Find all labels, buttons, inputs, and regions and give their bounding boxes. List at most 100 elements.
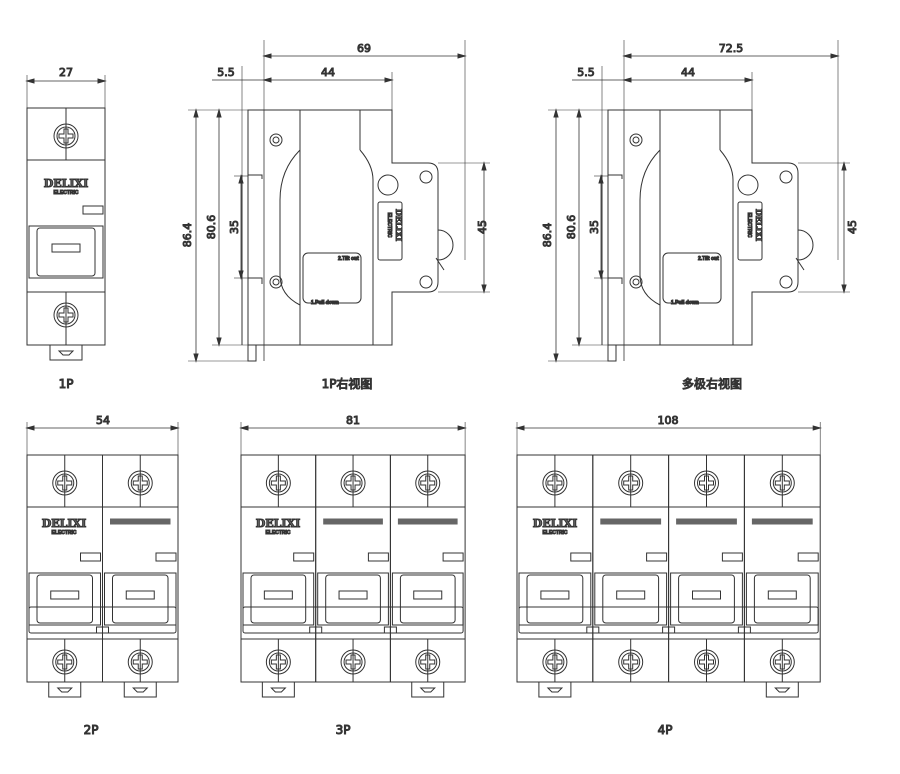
side-contour: [639, 149, 661, 306]
dimension-arrow: [622, 53, 840, 59]
instruction-panel: [662, 252, 722, 304]
handle-window: [413, 590, 443, 600]
handle: [602, 574, 660, 624]
screw-cross-icon: [57, 475, 73, 491]
screw-icon: [769, 470, 795, 496]
handle: [526, 574, 584, 624]
handle: [325, 574, 381, 624]
screw-icon: [52, 649, 78, 675]
handle-window: [263, 590, 293, 600]
din-clip: [538, 682, 572, 698]
screw-icon: [127, 470, 153, 496]
side-body: [247, 109, 439, 346]
screw-cross-icon: [420, 475, 436, 491]
dimension-arrow: [576, 108, 582, 347]
screw-icon: [53, 123, 79, 149]
din-clip: [765, 682, 799, 698]
screw-icon: [618, 470, 644, 496]
side-edge: [359, 149, 374, 345]
dim-body-depth: 44: [321, 66, 335, 79]
drawing-shapes: [25, 40, 850, 698]
screw-icon: [618, 649, 644, 675]
dimension-arrow: [216, 108, 222, 347]
screw-icon: [53, 302, 79, 328]
dimension-arrow: [193, 108, 199, 363]
indicator-slot: [570, 552, 592, 562]
screw-cross-icon: [420, 654, 436, 670]
rivet-icon: [272, 278, 280, 286]
din-clip: [123, 682, 157, 698]
instruction-panel: [302, 252, 362, 304]
screw-icon: [268, 652, 288, 672]
toggle-lever-icon: [797, 229, 814, 261]
screw-icon: [340, 649, 366, 675]
label-4p: 4P: [658, 723, 673, 737]
handle-frame: [594, 572, 668, 626]
handle-window: [51, 243, 81, 253]
dim-flange-multi: 45: [846, 220, 859, 234]
screw-icon: [56, 126, 76, 146]
screw-cross-icon: [699, 654, 714, 670]
brand-logo-2p: DELIXI: [42, 517, 86, 530]
side-brand-sub-multi: ELECTRIC: [746, 213, 752, 238]
rivet-icon: [269, 133, 283, 147]
screw-cross-icon: [547, 654, 563, 670]
handle-frame: [104, 572, 177, 626]
screw-icon: [769, 649, 795, 675]
brand-logo-3p: DELIXI: [256, 517, 300, 530]
indicator-slot: [367, 552, 389, 562]
handle: [678, 574, 735, 624]
handle-frame: [242, 572, 315, 626]
dim-rail: 35: [228, 220, 241, 234]
screw-cross-icon: [57, 654, 73, 670]
side-brand-sub: ELECTRIC: [386, 213, 392, 238]
indicator-slot: [80, 552, 101, 562]
indicator-slot: [155, 552, 177, 562]
brand-logo: DELIXI: [44, 177, 88, 190]
dim-height-total-multi: 86.4: [541, 223, 554, 248]
handle: [399, 574, 456, 624]
rivet-icon: [272, 136, 280, 144]
marking-bar: [600, 518, 662, 525]
din-clip: [48, 682, 82, 698]
screw-cross-icon: [270, 475, 286, 491]
indicator-slot: [721, 552, 743, 562]
dim-4p-width: 108: [658, 414, 679, 427]
handle-window: [125, 590, 155, 600]
handle-window: [692, 590, 721, 600]
indicator-slot: [646, 552, 668, 562]
rivet-icon: [269, 275, 283, 289]
handle-frame: [317, 572, 389, 626]
dimension-arrow: [238, 174, 244, 280]
side-contour: [279, 149, 301, 306]
rivet-icon: [779, 275, 793, 289]
screw-icon: [265, 649, 291, 675]
toggle-lever-icon: [795, 257, 805, 271]
instruction-pull-down: 1.Pull down: [311, 300, 339, 306]
handle-window: [616, 590, 646, 600]
din-clip: [49, 345, 83, 361]
rivet-icon: [629, 275, 643, 289]
screw-icon: [542, 470, 568, 496]
dim-total-depth: 69: [357, 42, 371, 55]
handle-frame: [745, 572, 819, 626]
instruction-pull-down-multi: 1.Pull down: [671, 300, 699, 306]
dim-height-body: 80.6: [205, 215, 218, 240]
screw-cross-icon: [132, 475, 148, 491]
handle-frame: [28, 225, 104, 279]
label-3p: 3P: [336, 723, 351, 737]
screw-icon: [772, 652, 792, 672]
dimension-arrow: [25, 78, 107, 84]
tie-bar-link: [96, 626, 109, 634]
handle-frame: [28, 572, 101, 626]
label-1p-side: 1P右视图: [322, 376, 373, 391]
side-edge: [719, 149, 734, 345]
label-2p: 2P: [84, 723, 99, 737]
dim-1p-width: 27: [59, 66, 73, 79]
handle-window: [338, 590, 368, 600]
dim-offset: 5.5: [217, 66, 235, 79]
screw-icon: [542, 649, 568, 675]
rivet-icon: [629, 133, 643, 147]
label-multi-side: 多极右视图: [682, 376, 742, 391]
din-clip: [261, 682, 295, 698]
